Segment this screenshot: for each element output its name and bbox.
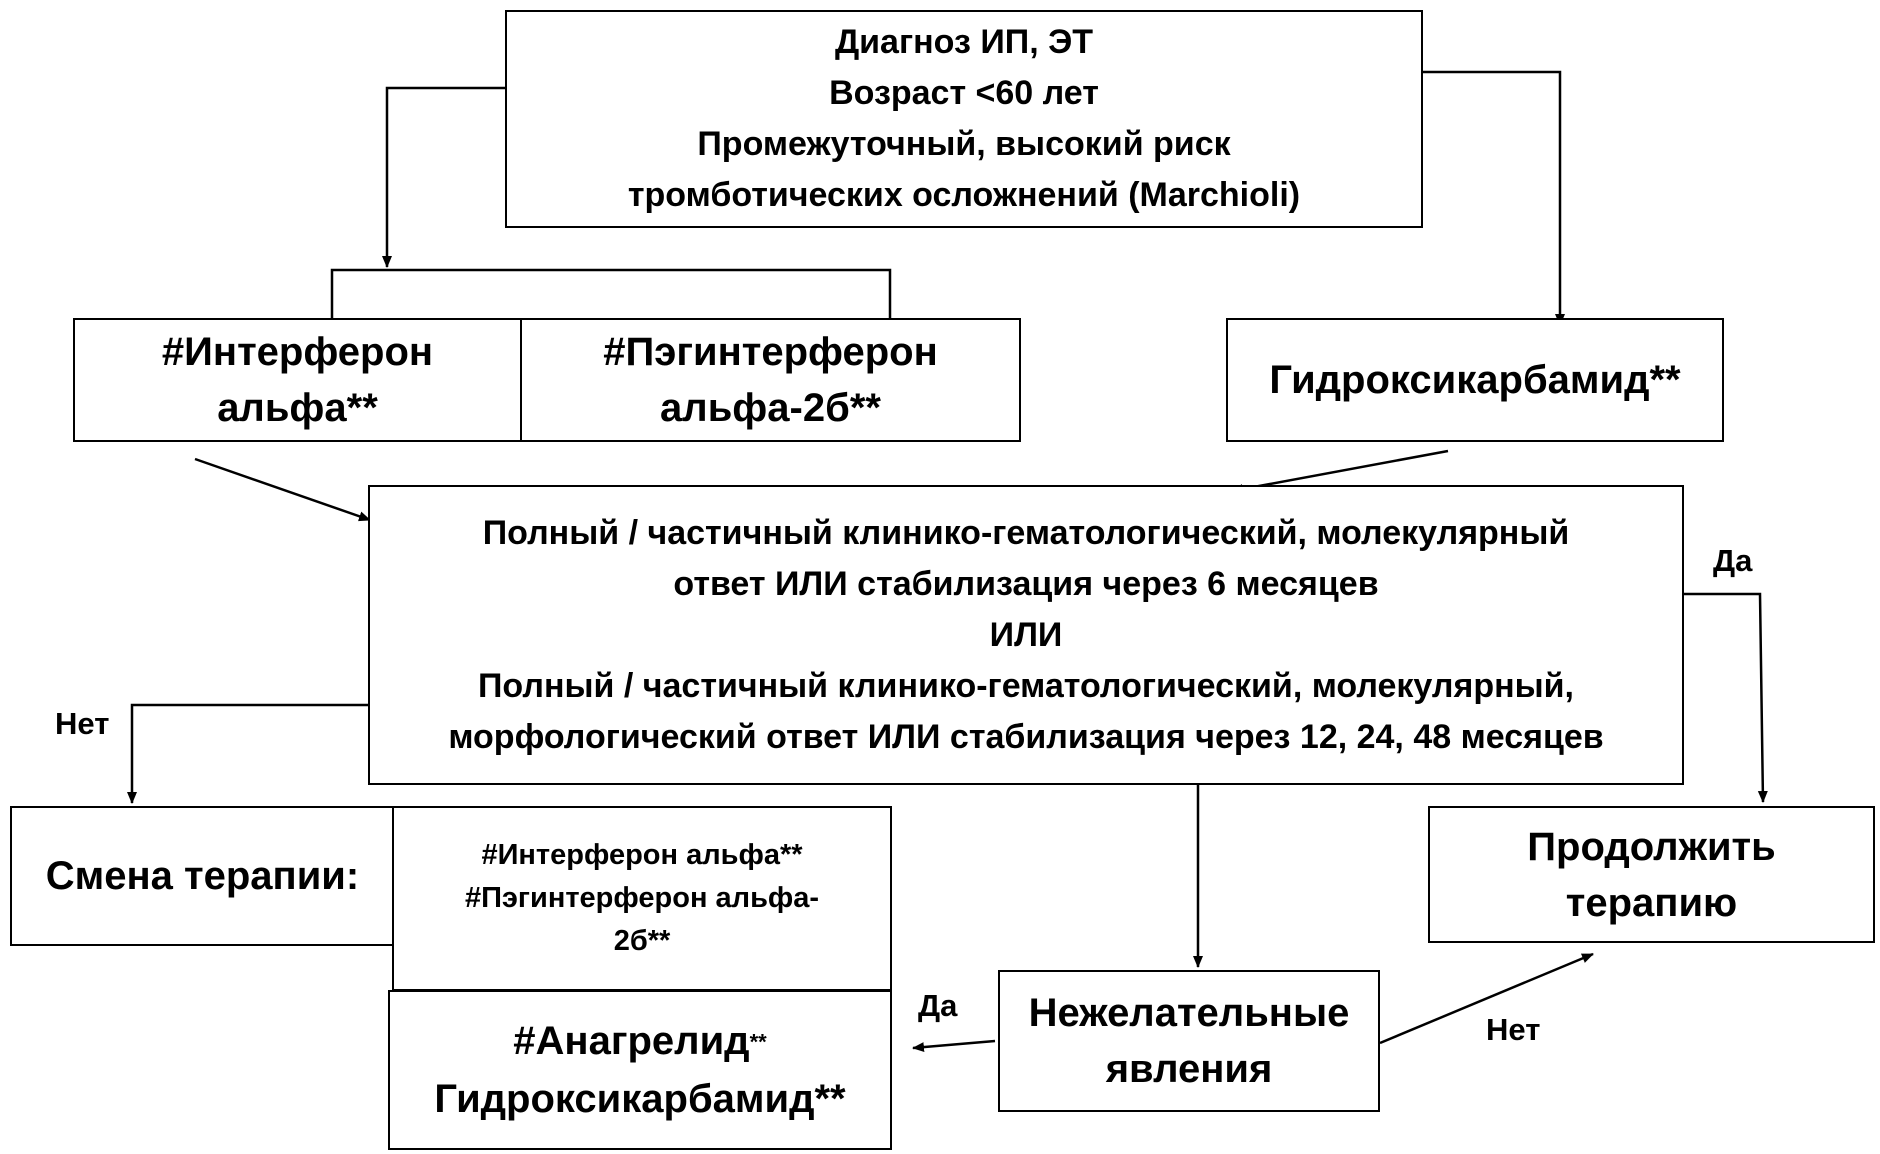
edge-label-yes-right: Да <box>1713 543 1753 578</box>
hydroxycarbamide-top-box: Гидроксикарбамид** <box>1226 318 1724 442</box>
continue-therapy-box: Продолжить терапию <box>1428 806 1875 943</box>
change-options-box: #Интерферон альфа** #Пэгинтерферон альфа… <box>392 806 892 991</box>
change-options-line-3: 2б** <box>613 925 671 957</box>
anagrelide-line-2: Гидроксикарбамид** <box>434 1076 846 1121</box>
hydroxycarbamide-top-line: Гидроксикарбамид** <box>1269 358 1681 402</box>
continue-therapy-line-1: Продолжить <box>1527 824 1776 869</box>
change-therapy-label: Смена терапии: <box>45 854 360 898</box>
arrow-interferon-to-response <box>194 457 371 522</box>
diagnosis-line-2: Возраст <60 лет <box>829 74 1099 112</box>
arrow-diagnosis-to-hydroxycarbamide <box>1410 70 1565 326</box>
diagnosis-line-1: Диагноз ИП, ЭТ <box>834 23 1094 61</box>
response-line-4: Полный / частичный клинико-гематологичес… <box>477 666 1575 705</box>
peginterferon-line-1: #Пэгинтерферон <box>603 330 938 374</box>
bracket-interferons <box>330 268 895 332</box>
change-options-line-1: #Интерферон альфа** <box>481 839 803 871</box>
response-line-1: Полный / частичный клинико-гематологичес… <box>482 513 1570 552</box>
diagnosis-box: Диагноз ИП, ЭТ Возраст <60 лет Промежуто… <box>505 10 1423 228</box>
adverse-events-line-1: Нежелательные <box>1028 991 1350 1035</box>
adverse-events-box: Нежелательные явления <box>998 970 1380 1112</box>
edge-label-no-bottom: Нет <box>1486 1012 1541 1047</box>
interferon-alfa-box: #Интерферон альфа** <box>73 318 522 442</box>
diagnosis-line-4: тромботических осложнений (Marchioli) <box>627 176 1301 214</box>
anagrelide-box: #Анагрелид** Гидроксикарбамид** <box>388 990 892 1150</box>
change-options-line-2: #Пэгинтерферон альфа- <box>464 882 820 914</box>
peginterferon-line-2: альфа-2б** <box>660 386 881 430</box>
arrow-hydroxycarbamide-to-response <box>1231 449 1449 494</box>
response-line-3: ИЛИ <box>989 615 1063 654</box>
interferon-alfa-line-2: альфа** <box>217 386 378 430</box>
adverse-events-line-2: явления <box>1105 1047 1273 1091</box>
continue-therapy-line-2: терапию <box>1565 880 1738 925</box>
edge-label-yes-bottom: Да <box>918 988 958 1023</box>
arrow-adverse-to-continue <box>1379 952 1594 1045</box>
response-line-5: морфологический ответ ИЛИ стабилизация ч… <box>448 717 1604 756</box>
arrow-diagnosis-to-interferons <box>382 86 505 268</box>
change-therapy-box: Смена терапии: <box>10 806 395 946</box>
response-box: Полный / частичный клинико-гематологичес… <box>368 485 1684 785</box>
arrow-response-to-continue <box>1682 592 1768 803</box>
arrow-adverse-to-anagrelide <box>912 1039 996 1053</box>
diagnosis-line-3: Промежуточный, высокий риск <box>697 125 1231 163</box>
anagrelide-name: #Анагрелид <box>513 1019 750 1064</box>
edge-label-no-left: Нет <box>55 706 110 741</box>
anagrelide-suffix: ** <box>749 1029 767 1055</box>
anagrelide-line-1: #Анагрелид** <box>513 1013 766 1071</box>
arrow-response-to-change <box>127 703 368 804</box>
peginterferon-box: #Пэгинтерферон альфа-2б** <box>520 318 1021 442</box>
interferon-alfa-line-1: #Интерферон <box>161 330 434 374</box>
response-line-2: ответ ИЛИ стабилизация через 6 месяцев <box>673 564 1379 603</box>
